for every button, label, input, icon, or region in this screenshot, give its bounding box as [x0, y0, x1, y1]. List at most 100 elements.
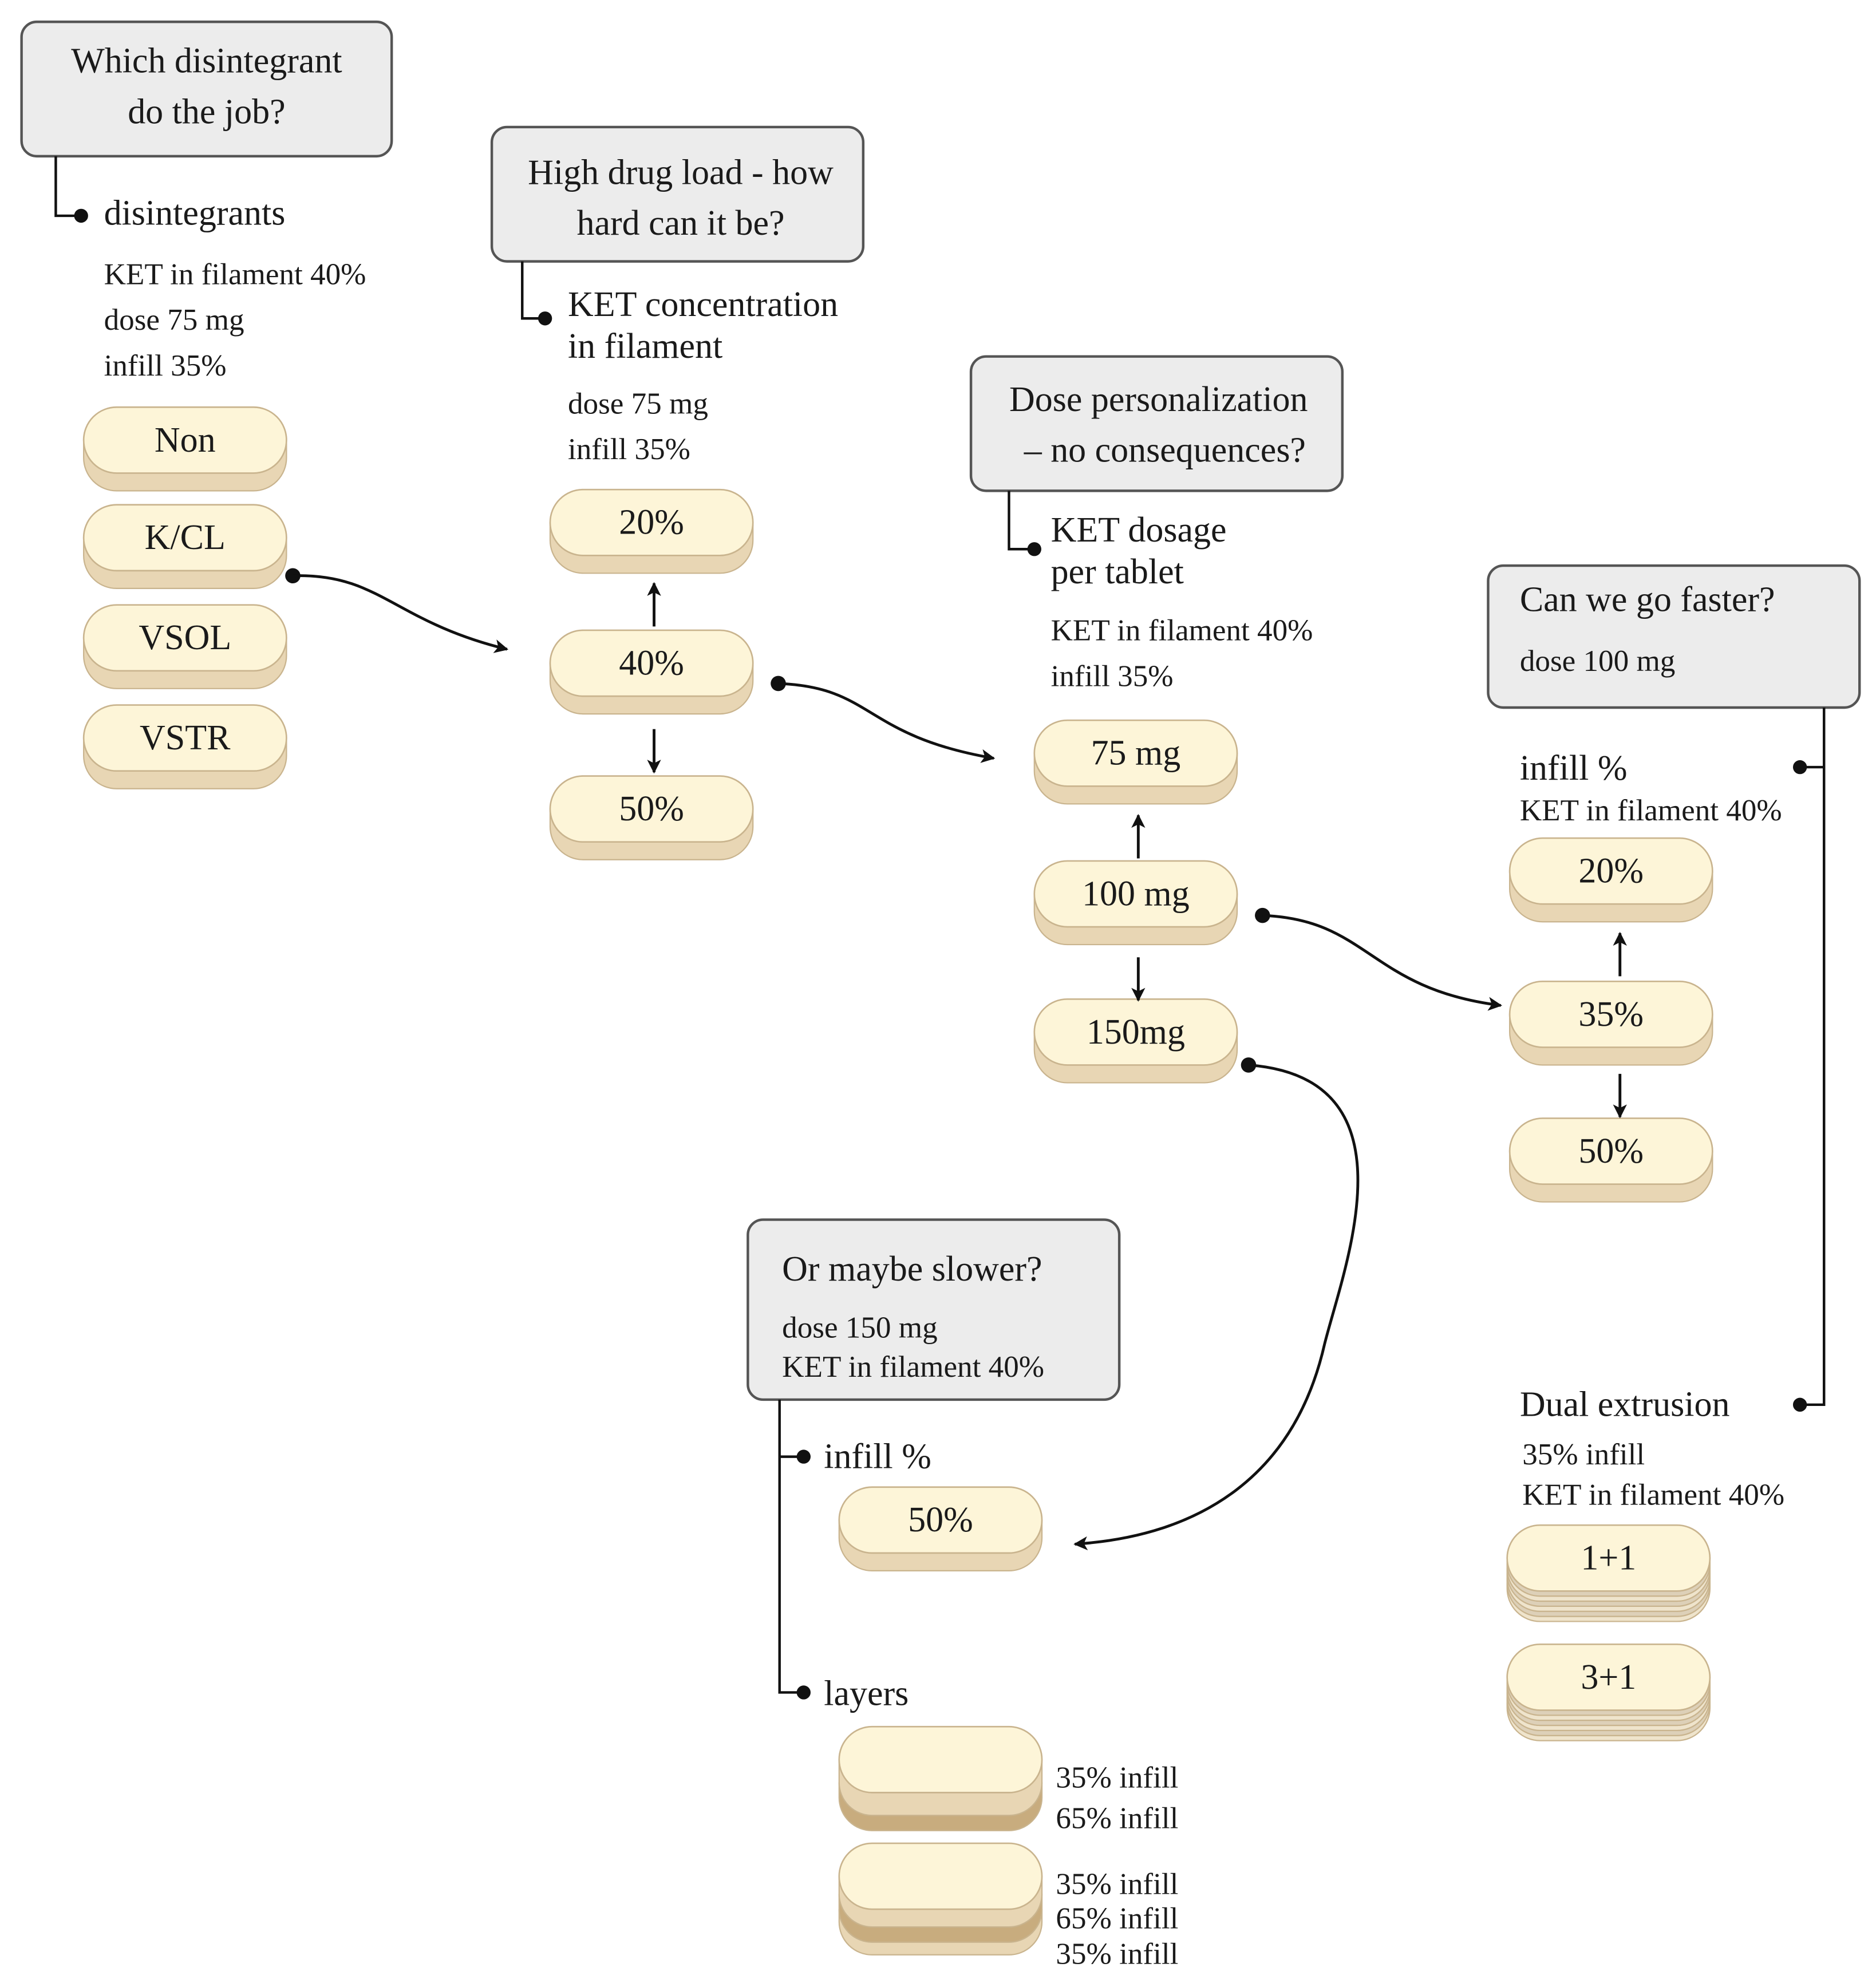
bracket-connector [1008, 491, 1034, 551]
question-box [20, 20, 393, 158]
tablet-slower-50: 50% [838, 1486, 1043, 1571]
question-box [969, 355, 1344, 492]
question-box [490, 125, 865, 263]
tablet-label: K/CL [145, 518, 226, 557]
tablet-kcl: K/CL [82, 504, 287, 589]
layer-label-middle: 65% infill [1056, 1902, 1178, 1935]
bracket-connector [521, 261, 546, 320]
question-line-2: do the job? [128, 92, 285, 131]
bullet-dot [1792, 760, 1807, 775]
param-3: infill 35% [104, 349, 227, 382]
tablet-label: 1+1 [1581, 1539, 1636, 1578]
param-1: KET in filament 40% [1051, 614, 1313, 647]
question-line-1: Dose personalization [1009, 380, 1308, 419]
param-2: infill 35% [1051, 659, 1174, 693]
question-param-1: dose 150 mg [782, 1311, 938, 1344]
tablet-top [838, 1725, 1043, 1794]
variable-label-2: per tablet [1051, 552, 1184, 591]
tablet-infill-50: 50% [1508, 1117, 1713, 1203]
layer-label-bottom: 35% infill [1056, 1937, 1178, 1970]
question-text: Can we go faster? [1520, 580, 1775, 619]
question-line-1: Which disintegrant [71, 42, 342, 81]
param-2: infill 35% [568, 433, 690, 466]
tablet-non: Non [82, 406, 287, 492]
param-1: KET in filament 40% [104, 258, 366, 291]
question-box [1487, 564, 1861, 709]
bullet-dot [1027, 542, 1041, 556]
variable-label-1: KET concentration [568, 285, 838, 324]
variable-label: disintegrants [104, 193, 286, 232]
tablet-top [82, 504, 287, 572]
tablet-vstr: VSTR [82, 704, 287, 789]
tablet-top [1506, 1643, 1711, 1711]
tablet-label: 20% [619, 503, 684, 542]
tablet-top [549, 775, 754, 843]
bracket-connector [778, 1399, 804, 1694]
variable-label-infill: infill % [824, 1437, 931, 1476]
tablet-top [1506, 1524, 1711, 1592]
tablet-label: Non [155, 421, 216, 460]
tablet-label: 40% [619, 643, 684, 682]
layer-label-top: 35% infill [1056, 1868, 1178, 1901]
tablet-150-mg: 150mg [1033, 998, 1238, 1084]
tablet-label: 3+1 [1581, 1658, 1636, 1697]
section-drug-load: High drug load - how hard can it be? KET… [490, 125, 865, 860]
question-text: Or maybe slower? [782, 1250, 1042, 1289]
tablet-label: 150mg [1087, 1013, 1185, 1052]
bullet-dot [538, 311, 552, 326]
tablet-label: VSOL [139, 618, 231, 657]
link-arrow-40-to-100 [778, 682, 996, 763]
section-slower: Or maybe slower? dose 150 mg KET in fila… [747, 1218, 1178, 1970]
bullet-dot [796, 1449, 811, 1464]
tablet-40-percent: 40% [549, 629, 754, 715]
section-dose: Dose personalization – no consequences? … [969, 355, 1344, 1084]
tablet-label: 50% [619, 789, 684, 828]
tablet-vsol: VSOL [82, 604, 287, 689]
tablet-label: 50% [908, 1500, 973, 1539]
question-line-2: hard can it be? [576, 204, 784, 243]
tablet-label: 100 mg [1082, 874, 1190, 913]
tablet-75-mg: 75 mg [1033, 719, 1238, 805]
tablet-top [1033, 719, 1238, 787]
tablet-label: 20% [1578, 852, 1644, 891]
tablet-top [1508, 980, 1713, 1048]
tablet-top [82, 604, 287, 672]
variable-label-1: KET dosage [1051, 511, 1227, 550]
tablet-top [82, 406, 287, 474]
question-param: dose 100 mg [1520, 645, 1676, 678]
tablet-infill-35: 35% [1508, 980, 1713, 1066]
tablet-3-plus-1: 3+1 [1506, 1643, 1711, 1741]
tablet-100-mg: 100 mg [1033, 860, 1238, 946]
tablet-50-percent: 50% [549, 775, 754, 860]
question-param-2: KET in filament 40% [782, 1350, 1044, 1384]
tablet-label: 50% [1578, 1132, 1644, 1171]
layer-label-top: 35% infill [1056, 1761, 1178, 1795]
tablet-top [82, 704, 287, 772]
tablet-1-plus-1: 1+1 [1506, 1524, 1711, 1622]
link-arrow-150-to-slower [1073, 1063, 1360, 1551]
layer-label-bottom: 65% infill [1056, 1802, 1178, 1835]
dual-param-1: 35% infill [1522, 1438, 1645, 1471]
variable-label-layers: layers [824, 1674, 909, 1713]
tablet-label: 75 mg [1091, 734, 1181, 773]
bracket-connector [1800, 708, 1826, 1407]
bullet-dot [1792, 1397, 1807, 1412]
tablet-top [1508, 837, 1713, 905]
dual-extrusion-label: Dual extrusion [1520, 1385, 1730, 1424]
tablet-top [838, 1486, 1043, 1554]
tablet-two-layers [838, 1725, 1043, 1831]
tablet-infill-20: 20% [1508, 837, 1713, 923]
tablet-top [1508, 1117, 1713, 1185]
tablet-label: 35% [1578, 995, 1644, 1034]
question-line-2: – no consequences? [1024, 430, 1306, 469]
variable-label: infill % [1520, 749, 1628, 788]
bullet-dot [796, 1685, 811, 1700]
param-1: KET in filament 40% [1520, 794, 1782, 827]
tablet-top [1033, 998, 1238, 1066]
question-box [747, 1218, 1121, 1401]
param-2: dose 75 mg [104, 303, 244, 337]
param-1: dose 75 mg [568, 387, 708, 420]
tablet-top [1033, 860, 1238, 928]
tablet-label: VSTR [140, 718, 231, 757]
